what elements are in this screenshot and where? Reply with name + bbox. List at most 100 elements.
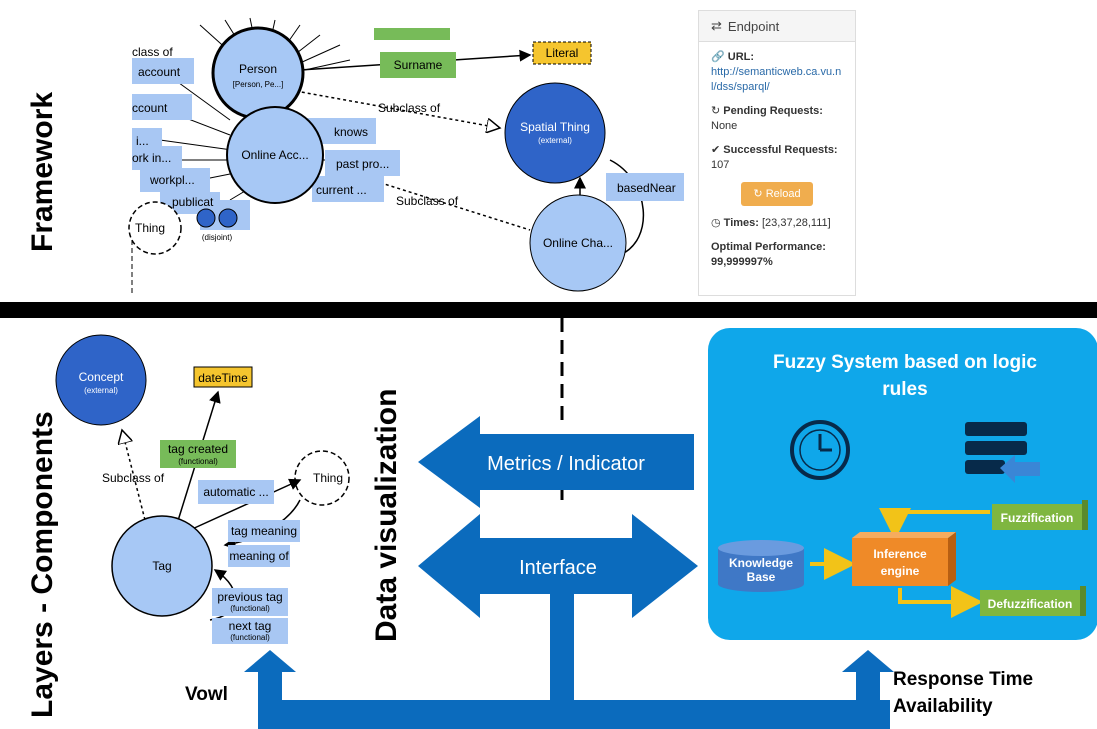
fuzzy-system-panel: Fuzzy System based on logic rules Fuzzif… [708,328,1097,640]
account-label: account [138,65,181,79]
fuzzification-box [992,504,1082,530]
endpoint-panel: ⇄ Endpoint 🔗 URL: http://semanticweb.ca.… [698,10,856,296]
current-label: current ... [316,183,367,197]
next-tag-sub: (functional) [230,633,270,642]
person-label: Person [239,62,277,76]
vowl-label: Vowl [185,684,228,705]
reload-button[interactable]: ↻ Reload [741,182,813,206]
past-pro-label: past pro... [336,157,389,171]
layers-graph: Concept (external) dateTime tag created … [55,334,350,644]
interface-arrow: Interface [418,514,698,618]
knowledge-base-label-1: Knowledge [729,556,793,570]
check-icon: ✔ [711,144,721,156]
metrics-arrow: Metrics / Indicator [418,416,694,508]
previous-tag-sub: (functional) [230,604,270,613]
reload-button-label: Reload [765,188,801,200]
subclass-label-1: Subclass of [378,101,441,115]
tag-created-box [160,440,236,468]
server-icon [965,422,1040,483]
fuzzy-title-1: Fuzzy System based on logic [773,352,1037,373]
tag-created-sub: (functional) [178,457,218,466]
datetime-box [193,366,253,388]
times-value: [23,37,28,111] [762,217,831,229]
tag-label: Tag [152,559,171,573]
endpoint-header: ⇄ Endpoint [699,11,855,42]
optimal-value: 99,999997% [711,256,773,268]
disjoint-label: (disjoint) [202,233,233,242]
exchange-icon: ⇄ [711,18,722,33]
tag-created-label: tag created [168,442,228,456]
workpl-label: workpl... [149,173,195,187]
optimal-label: Optimal Performance: [711,241,826,253]
thing-label-bottom: Thing [313,471,343,485]
fuzzification-label: Fuzzification [1001,511,1074,525]
class-of-label: class of [132,45,173,59]
disjoint-circle-2 [218,208,238,228]
tag-meaning-label: tag meaning [231,524,297,538]
subclass-label-layers: Subclass of [102,471,165,485]
response-time-label: Response Time [893,669,1033,690]
link-icon: 🔗 [711,51,725,63]
clock-small-icon: ◷ [711,217,721,229]
times-label: Times: [723,217,759,229]
inference-label-2: engine [881,564,920,578]
spatial-thing-node [504,82,606,184]
pending-value: None [711,120,738,132]
layers-components-vertical-label: Layers - Components [26,411,59,718]
subclass-label-2: Subclass of [396,194,459,208]
surname-box [380,52,456,78]
knowledge-base-cylinder [718,540,804,592]
thing-node-top [128,201,182,255]
based-near-label: basedNear [617,181,676,195]
concept-node [55,334,147,426]
url-label: URL: [727,51,755,63]
reload-icon: ↻ [753,188,766,200]
refresh-icon: ↻ [711,105,721,117]
section-divider [0,302,1097,318]
publicat-label: publicat [172,195,214,209]
knowledge-base-label-2: Base [747,570,776,584]
meaning-of-label: meaning of [229,549,289,563]
automatic-label: automatic ... [203,485,268,499]
thing-node-bottom [294,450,350,506]
tag-node [111,515,213,617]
i-label: i... [136,134,149,148]
bottom-connector [244,590,894,729]
online-account-node [226,106,324,204]
spatial-label: Spatial Thing [520,120,590,134]
previous-tag-label: previous tag [217,590,282,604]
ccount-label: ccount [132,101,168,115]
availability-label: Availability [893,696,993,717]
endpoint-title: Endpoint [727,18,780,34]
metrics-arrow-label: Metrics / Indicator [487,453,645,475]
defuzzification-label: Defuzzification [988,597,1073,611]
concept-label: Concept [79,370,124,384]
successful-value: 107 [711,159,730,171]
spatial-sub: (external) [538,136,572,145]
data-visualization-vertical-label: Data visualization [370,389,403,642]
online-acc-label: Online Acc... [241,148,308,162]
thing-label-top: Thing [135,221,165,235]
framework-graph: class of account ccount i... ork in... w… [128,17,684,295]
online-chat-node [529,194,627,292]
successful-label: Successful Requests: [723,144,838,156]
literal-label: Literal [546,46,579,60]
clock-icon [790,420,850,480]
next-tag-label: next tag [229,619,272,633]
literal-box [532,41,592,65]
concept-sub: (external) [84,386,118,395]
online-cha-label: Online Cha... [543,236,613,250]
knows-label: knows [334,125,368,139]
url-link[interactable]: http://semanticweb.ca.vu.nl/dss/sparql/ [711,66,842,93]
framework-vertical-label: Framework [26,92,59,252]
pending-label: Pending Requests: [723,105,823,117]
datetime-label: dateTime [198,371,248,385]
green-bar [374,28,450,40]
ork-in-label: ork in... [132,151,171,165]
surname-label: Surname [394,58,443,72]
disjoint-circle-1 [196,208,216,228]
inference-engine-box [852,538,948,586]
defuzzification-box [980,590,1080,616]
interface-arrow-label: Interface [519,557,597,579]
